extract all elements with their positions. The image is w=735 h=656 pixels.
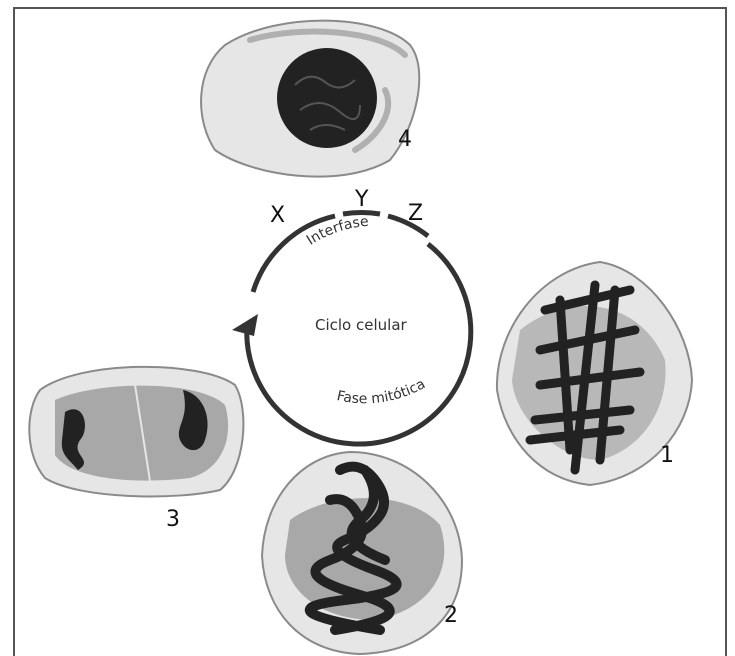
cell-4-number: 4 — [398, 127, 412, 152]
cell-1: 1 — [497, 262, 692, 485]
cell-4: 4 — [201, 21, 419, 177]
cycle-arrowhead — [232, 314, 258, 336]
label-y: Y — [354, 187, 369, 212]
cell-2-number: 2 — [444, 603, 458, 628]
cycle-arc — [247, 244, 471, 444]
cycle-center-label: Ciclo celular — [315, 316, 408, 334]
cycle-segment-y — [343, 212, 380, 214]
cell-2: 2 — [262, 452, 462, 654]
cycle-segment-x — [253, 216, 335, 292]
cell-4-nucleus — [277, 48, 377, 148]
mitotic-phase-label: Fase mitótica — [335, 376, 428, 407]
label-z: Z — [408, 201, 423, 226]
label-x: X — [270, 203, 285, 228]
cell-3-number: 3 — [166, 507, 180, 532]
cycle: X Y Z Interfase Ciclo celular Fase mitót… — [232, 187, 471, 444]
cell-3: 3 — [29, 367, 243, 532]
interphase-label: Interfase — [304, 214, 369, 249]
cell-1-number: 1 — [660, 443, 674, 468]
